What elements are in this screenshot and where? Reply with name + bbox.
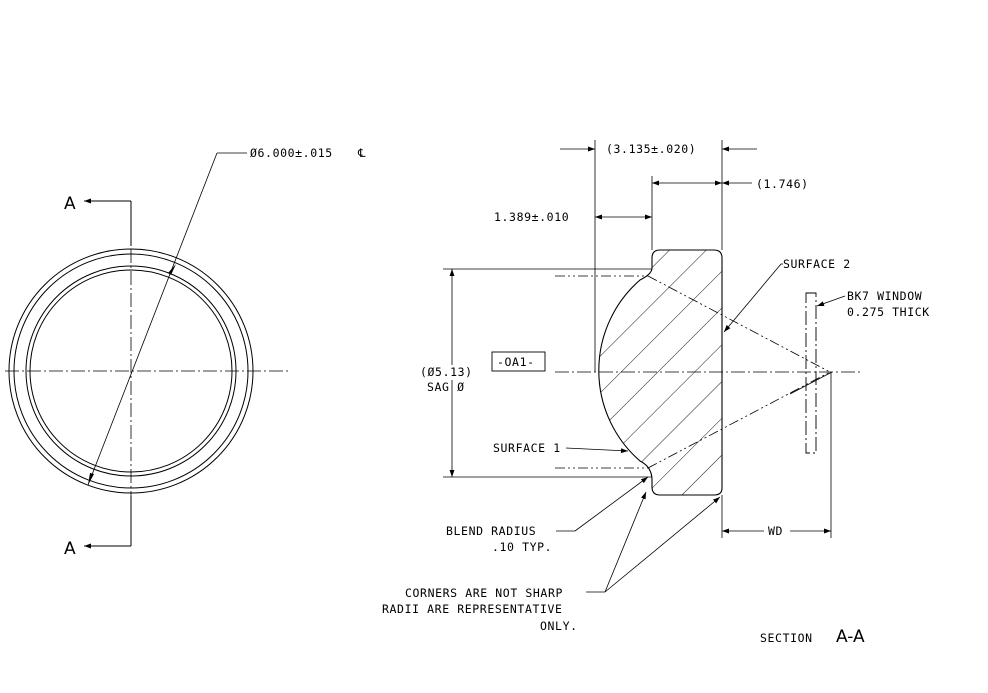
note-line-2: RADII ARE REPRESENTATIVE (382, 602, 563, 616)
dim-window-offset: (1.746) (756, 177, 809, 191)
section-letter-top: A (64, 194, 76, 214)
sag-diameter-value: (Ø5.13) (420, 365, 473, 379)
diameter-arrow-top (168, 264, 176, 275)
datum-box (491, 351, 546, 372)
window-leader (816, 295, 846, 307)
sag-diameter-label: SAG Ø (427, 380, 465, 394)
surface-1-label: SURFACE 1 (493, 441, 561, 455)
diameter-leader (87, 152, 218, 486)
note-leader-2 (604, 496, 721, 593)
surface-2-leader (723, 263, 782, 333)
note-leader-1 (604, 491, 647, 593)
diameter-arrow-bottom (88, 473, 94, 485)
dim-flange-thickness: 1.389±.010 (494, 210, 569, 224)
blend-radius-typ: .10 TYP. (492, 540, 552, 554)
outer-diameter-label: Ø6.000±.015 (250, 146, 333, 160)
section-view: (3.135±.020) (1.746) 1.389±.010 (Ø5.13) … (382, 140, 930, 647)
outer-diameter-mark: ℄ (357, 146, 366, 160)
surface-2-label: SURFACE 2 (783, 257, 851, 271)
dim-overall-length: (3.135±.020) (606, 142, 696, 156)
note-line-1: CORNERS ARE NOT SHARP (405, 586, 563, 600)
front-view: A A Ø6.000±.015 ℄ (5, 146, 366, 559)
datum-label: -OA1- (497, 355, 535, 369)
section-caption: SECTION (760, 631, 813, 645)
note-line-3: ONLY. (540, 619, 578, 633)
blend-radius-label: BLEND RADIUS (446, 524, 536, 538)
surface-1-leader (565, 447, 629, 454)
window-name: BK7 WINDOW (847, 289, 922, 303)
section-letter-bottom: A (64, 539, 76, 559)
blend-leader (574, 476, 649, 532)
bk7-window (805, 292, 817, 454)
working-distance-label: WD (768, 524, 783, 538)
section-caption-letters: A-A (836, 627, 865, 647)
lens-section (598, 249, 723, 496)
window-thickness: 0.275 THICK (847, 305, 930, 319)
ray-focus-extension (789, 371, 833, 395)
